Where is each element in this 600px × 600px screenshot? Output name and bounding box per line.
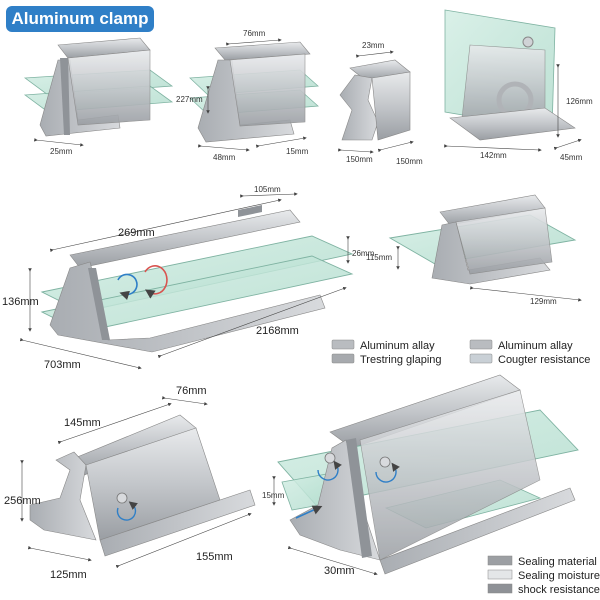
dim-label: 48mm — [213, 153, 236, 162]
clamp-figure-3: 23mm 150mm 150mm — [338, 41, 423, 166]
dim-label: 155mm — [196, 551, 233, 563]
dim-label: 136mm — [2, 296, 39, 308]
legend-swatch — [487, 555, 513, 566]
clamp-figure-2: 76mm 227mm 48mm 15mm — [176, 29, 319, 162]
dim-label: 150mm — [346, 155, 373, 164]
clamp-figure-1: 25mm — [23, 37, 174, 156]
dim-label: 23mm — [362, 41, 385, 50]
dim-label: 150mm — [396, 157, 423, 166]
legend-swatch — [469, 353, 493, 364]
legend-label: shock resistance — [518, 584, 600, 596]
dim-label: 145mm — [64, 417, 101, 429]
legend-swatch — [331, 339, 355, 350]
dim-label: 26mm — [352, 249, 375, 258]
clamp-figure-4: 126mm 142mm 45mm — [444, 9, 593, 162]
clamp-figure-6: 115mm 129mm — [366, 194, 582, 306]
legend-entry: Sealing moisture — [487, 569, 600, 582]
legend-label: Sealing moisture — [518, 570, 600, 582]
legend-top: Aluminum allay Aluminum allay Trestring … — [331, 339, 590, 366]
clamp-figure-7: 145mm 76mm 256mm 125mm 155mm — [4, 385, 256, 581]
clamp-figure-5: 269mm 105mm 26mm 136mm 703mm 2168mm — [2, 185, 375, 371]
dim-label: 227mm — [176, 95, 203, 104]
dim-label: 30mm — [324, 565, 355, 577]
dim-label: 15mm — [262, 491, 285, 500]
legend-label: Trestring glaping — [360, 354, 442, 366]
legend-label: Sealing material — [518, 556, 597, 568]
dim-label: 2168mm — [256, 325, 299, 337]
legend-label: Cougter resistance — [498, 354, 590, 366]
dim-label: 125mm — [50, 569, 87, 581]
dim-label: 76mm — [176, 385, 207, 397]
dim-label: 142mm — [480, 151, 507, 160]
legend-entry: Trestring glaping — [331, 353, 442, 366]
legend-bottom: Sealing material Sealing moisture shock … — [487, 555, 600, 596]
legend-entry: Cougter resistance — [469, 353, 590, 366]
title-badge: Aluminum clamp — [6, 6, 154, 32]
dim-label: 25mm — [50, 147, 73, 156]
dim-label: 45mm — [560, 153, 583, 162]
dim-label: 703mm — [44, 359, 81, 371]
legend-entry: shock resistance — [487, 583, 600, 596]
dim-label: 76mm — [243, 29, 266, 38]
dim-label: 129mm — [530, 297, 557, 306]
legend-swatch — [469, 339, 493, 350]
dim-label: 115mm — [366, 253, 392, 262]
legend-swatch — [331, 353, 355, 364]
legend-label: Aluminum allay — [498, 340, 573, 352]
dim-label: 105mm — [254, 185, 281, 194]
clamp-figure-8: 15mm 30mm — [262, 374, 579, 577]
legend-label: Aluminum allay — [360, 340, 435, 352]
legend-entry: Aluminum allay — [331, 339, 435, 352]
dim-label: 15mm — [286, 147, 309, 156]
legend-entry: Sealing material — [487, 555, 597, 568]
dim-label: 126mm — [566, 97, 593, 106]
dim-label: 269mm — [118, 227, 155, 239]
legend-entry: Aluminum allay — [469, 339, 573, 352]
legend-swatch — [487, 583, 513, 594]
dim-label: 256mm — [4, 495, 41, 507]
legend-swatch — [487, 569, 513, 580]
